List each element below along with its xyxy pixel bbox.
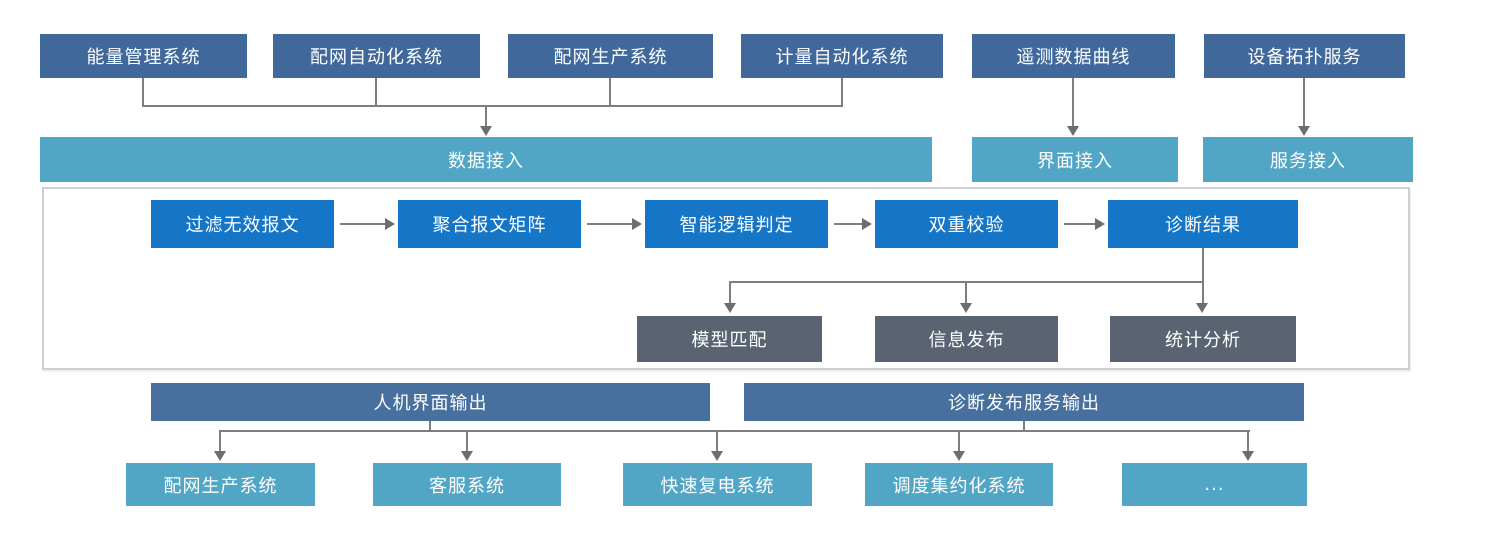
arrow-right-icon <box>632 218 642 230</box>
arrow-down-icon <box>724 303 736 313</box>
arrow-down-icon <box>960 303 972 313</box>
connector <box>142 105 843 107</box>
connector <box>1023 421 1025 431</box>
connector <box>729 281 1204 283</box>
arrow-down-icon <box>461 451 473 461</box>
target-customer-service-system: 客服系统 <box>373 463 561 506</box>
arrow-down-icon <box>1242 451 1254 461</box>
arrow-down-icon <box>1067 126 1079 136</box>
connector <box>429 421 431 431</box>
connector <box>485 106 487 127</box>
connector <box>1247 432 1249 452</box>
bar-data-access: 数据接入 <box>40 137 932 182</box>
connector <box>716 432 718 452</box>
connector <box>340 223 385 225</box>
connector <box>965 283 967 304</box>
arrow-down-icon <box>1298 126 1310 136</box>
result-statistical-analysis: 统计分析 <box>1110 316 1296 362</box>
connector <box>841 78 843 107</box>
arrow-down-icon <box>711 451 723 461</box>
connector <box>219 432 221 452</box>
target-more: ... <box>1122 463 1307 506</box>
connector <box>958 432 960 452</box>
connector <box>1202 248 1204 283</box>
bar-service-access: 服务接入 <box>1203 137 1413 182</box>
connector <box>375 78 377 107</box>
step-intelligent-logic-judgment: 智能逻辑判定 <box>645 200 828 248</box>
target-distribution-production-system: 配网生产系统 <box>126 463 315 506</box>
node-distribution-automation-system: 配网自动化系统 <box>273 34 480 78</box>
arrow-right-icon <box>385 218 395 230</box>
arrow-right-icon <box>862 218 872 230</box>
connector <box>729 283 731 304</box>
node-distribution-production-system: 配网生产系统 <box>508 34 713 78</box>
result-model-matching: 模型匹配 <box>637 316 822 362</box>
connector <box>466 432 468 452</box>
connector <box>1072 78 1074 127</box>
step-double-verification: 双重校验 <box>875 200 1058 248</box>
bar-ui-access: 界面接入 <box>972 137 1178 182</box>
bar-diagnosis-publish-service-output: 诊断发布服务输出 <box>744 383 1304 421</box>
step-filter-invalid-messages: 过滤无效报文 <box>151 200 334 248</box>
connector <box>609 78 611 107</box>
arrow-right-icon <box>1095 218 1105 230</box>
node-energy-management-system: 能量管理系统 <box>40 34 247 78</box>
connector <box>834 223 862 225</box>
connector <box>142 78 144 107</box>
arrow-down-icon <box>480 126 492 136</box>
step-aggregate-message-matrix: 聚合报文矩阵 <box>398 200 581 248</box>
result-info-publish: 信息发布 <box>875 316 1058 362</box>
bar-hmi-output: 人机界面输出 <box>151 383 710 421</box>
arrow-down-icon <box>953 451 965 461</box>
target-fast-power-restoration-system: 快速复电系统 <box>623 463 812 506</box>
node-device-topology-service: 设备拓扑服务 <box>1204 34 1405 78</box>
target-dispatch-intensive-system: 调度集约化系统 <box>865 463 1053 506</box>
node-metering-automation-system: 计量自动化系统 <box>741 34 943 78</box>
arrow-down-icon <box>1196 303 1208 313</box>
connector <box>1064 223 1095 225</box>
arrow-down-icon <box>214 451 226 461</box>
step-diagnosis-result: 诊断结果 <box>1108 200 1298 248</box>
node-telemetry-data-curve: 遥测数据曲线 <box>972 34 1175 78</box>
connector <box>1303 78 1305 127</box>
connector <box>1202 283 1204 304</box>
connector <box>219 430 1250 432</box>
connector <box>587 223 632 225</box>
